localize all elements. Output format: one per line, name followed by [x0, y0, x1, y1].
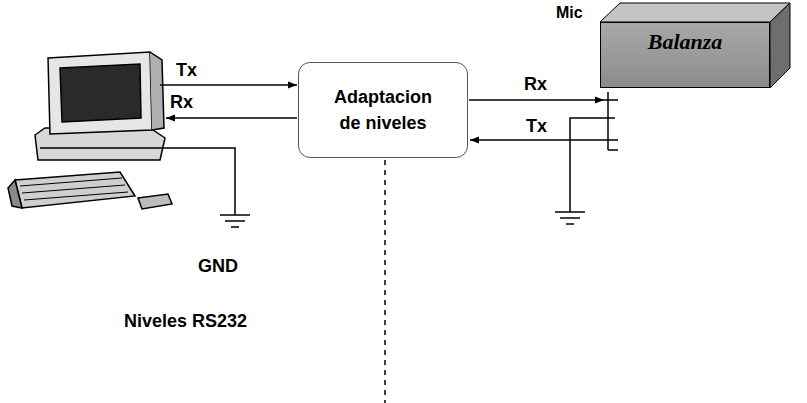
signal-name: Tx	[526, 117, 547, 137]
key-row	[20, 178, 122, 186]
note-label: Niveles RS232	[124, 312, 247, 332]
box-side	[770, 3, 790, 88]
computer-icon	[8, 52, 172, 209]
device-label: Mic	[556, 4, 583, 22]
key-row	[22, 185, 125, 193]
node-text: Balanza	[648, 29, 723, 55]
ground-label: GND	[198, 257, 238, 277]
divider-line	[384, 160, 386, 403]
node-text: Adaptacion de niveles	[327, 84, 439, 136]
keyboard-keys	[20, 178, 128, 200]
signal-name: Rx	[524, 75, 547, 95]
signal-name: Tx	[176, 61, 197, 81]
key-row	[24, 192, 128, 200]
box-top	[600, 3, 790, 22]
process-box: Adaptacion de niveles	[298, 62, 468, 158]
signal-name: Rx	[170, 93, 193, 113]
device-box: Balanza	[600, 22, 770, 88]
